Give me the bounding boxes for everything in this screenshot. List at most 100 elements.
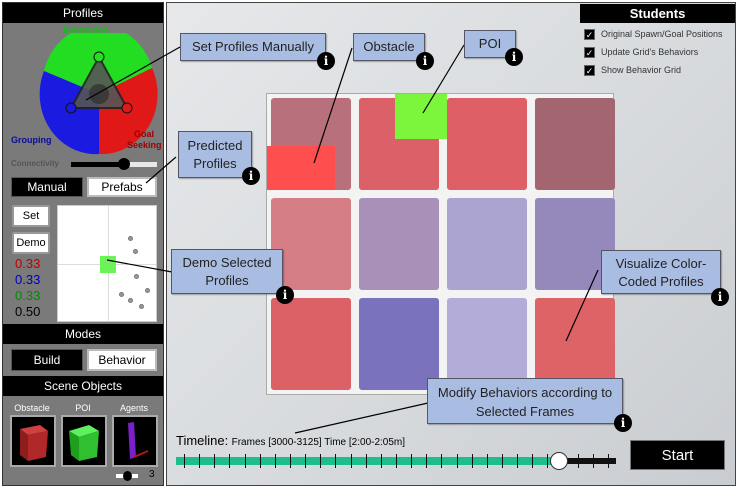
obstacle-object-label: Obstacle: [14, 403, 50, 413]
timeline-tick: [426, 454, 428, 468]
timeline-label-group: Timeline: Frames [3000-3125] Time [2:00-…: [176, 433, 405, 448]
connectivity-slider-knob[interactable]: [118, 158, 131, 170]
grid-cell[interactable]: [359, 298, 439, 390]
prefabs-tab[interactable]: Prefabs: [87, 177, 157, 197]
show-grid-label: Show Behavior Grid: [601, 65, 682, 75]
grid-cell[interactable]: [359, 198, 439, 290]
start-button[interactable]: Start: [630, 440, 725, 470]
obstacle-marker[interactable]: [267, 146, 335, 190]
prefab-scatter-plot[interactable]: [57, 205, 157, 322]
timeline-slider[interactable]: [176, 452, 616, 470]
timeline-tick: [229, 454, 231, 468]
left-sidebar: Profiles Interaction Grouping Goal Seeki…: [2, 2, 164, 486]
students-panel: Students: [580, 4, 735, 84]
poi-marker[interactable]: [395, 94, 447, 139]
update-grid-checkbox[interactable]: ✓: [584, 47, 595, 58]
modes-header: Modes: [3, 324, 163, 344]
visualize-profiles-info-icon[interactable]: i: [711, 288, 729, 306]
timeline-tick: [517, 454, 519, 468]
predicted-profiles-info-icon[interactable]: i: [242, 167, 260, 185]
modify-behaviors-info-icon[interactable]: i: [614, 414, 632, 432]
timeline-tick: [290, 454, 291, 468]
timeline-tick: [320, 454, 322, 468]
timeline-progress-fill: [176, 457, 559, 465]
profile-value-goal: 0.33: [15, 256, 41, 271]
triangle-handle-green: [93, 51, 105, 63]
selected-prefab-marker[interactable]: [100, 256, 116, 273]
timeline-label: Timeline:: [176, 433, 229, 448]
original-spawn-label: Original Spawn/Goal Positions: [601, 29, 723, 39]
grid-cell[interactable]: [447, 98, 527, 190]
timeline-tick: [350, 454, 352, 468]
poi-object-tile[interactable]: [61, 415, 107, 467]
timeline-tick: [441, 454, 443, 468]
visualize-profiles-callout: Visualize Color-Coded Profiles: [601, 250, 721, 294]
prefab-point[interactable]: [128, 236, 133, 241]
timeline-tick: [305, 454, 307, 468]
modify-behaviors-callout: Modify Behaviors according to Selected F…: [427, 378, 623, 424]
obstacle-object-tile[interactable]: [10, 415, 56, 467]
prefab-point[interactable]: [128, 298, 133, 303]
grid-cell[interactable]: [271, 298, 351, 390]
triangle-handle-red: [121, 102, 133, 114]
timeline-tick: [335, 454, 337, 468]
build-mode-button[interactable]: Build: [11, 349, 83, 371]
interaction-label: Interaction: [63, 25, 110, 35]
show-grid-checkbox[interactable]: ✓: [584, 65, 595, 76]
set-button[interactable]: Set: [12, 205, 50, 227]
profiles-header: Profiles: [3, 3, 163, 23]
profile-value-connectivity: 0.50: [15, 304, 41, 319]
behavior-grid[interactable]: [266, 93, 615, 395]
set-profiles-info-icon[interactable]: i: [317, 52, 335, 70]
obstacle-info-icon[interactable]: i: [416, 52, 434, 70]
timeline-tick: [547, 454, 549, 468]
agent-count-value: 3: [149, 469, 155, 480]
prefab-point[interactable]: [133, 249, 138, 254]
poi-object-label: POI: [75, 403, 91, 413]
timeline-handle[interactable]: [549, 452, 568, 470]
timeline-tick: [592, 454, 594, 468]
timeline-tick: [396, 454, 397, 468]
timeline-tick: [486, 454, 488, 468]
grid-cell[interactable]: [271, 198, 351, 290]
grid-cell[interactable]: [447, 298, 527, 390]
timeline-tick: [380, 454, 382, 468]
update-grid-label: Update Grid's Behaviors: [601, 47, 699, 57]
prefab-point[interactable]: [145, 288, 150, 293]
prefab-point[interactable]: [134, 274, 139, 279]
timeline-tick: [456, 454, 458, 468]
original-spawn-checkbox[interactable]: ✓: [584, 29, 595, 40]
connectivity-slider-fill: [71, 162, 125, 167]
prefab-point[interactable]: [119, 292, 124, 297]
agent-count-knob[interactable]: [123, 471, 132, 481]
timeline-tick: [411, 454, 413, 468]
set-profiles-callout: Set Profiles Manually: [180, 33, 326, 61]
prefab-point[interactable]: [139, 304, 144, 309]
poi-info-icon[interactable]: i: [505, 48, 523, 66]
profile-value-interaction: 0.33: [15, 288, 41, 303]
timeline-tick: [608, 454, 609, 468]
timeline-tick: [365, 454, 367, 468]
profile-value-grouping: 0.33: [15, 272, 41, 287]
timeline-tick: [274, 454, 276, 468]
connectivity-slider[interactable]: [71, 158, 157, 170]
obstacle-callout: Obstacle: [353, 33, 425, 61]
behavior-mode-button[interactable]: Behavior: [87, 349, 157, 371]
goal-seeking-label: Goal Seeking: [127, 129, 162, 150]
demo-selected-callout: Demo Selected Profiles: [171, 249, 283, 294]
demo-selected-info-icon[interactable]: i: [276, 286, 294, 304]
timeline-tick: [214, 454, 216, 468]
green-cube-icon: [69, 425, 99, 461]
timeline-tick: [244, 454, 246, 468]
grid-cell[interactable]: [447, 198, 527, 290]
predicted-profiles-callout: Predicted Profiles: [178, 131, 252, 178]
demo-button[interactable]: Demo: [12, 232, 50, 254]
grid-cell[interactable]: [535, 298, 615, 390]
agent-bar-icon: [128, 422, 149, 459]
manual-tab[interactable]: Manual: [11, 177, 83, 197]
students-header: Students: [580, 4, 735, 23]
grid-cell[interactable]: [535, 98, 615, 190]
agents-object-tile[interactable]: [112, 415, 158, 467]
agent-count-slider[interactable]: [116, 471, 138, 481]
